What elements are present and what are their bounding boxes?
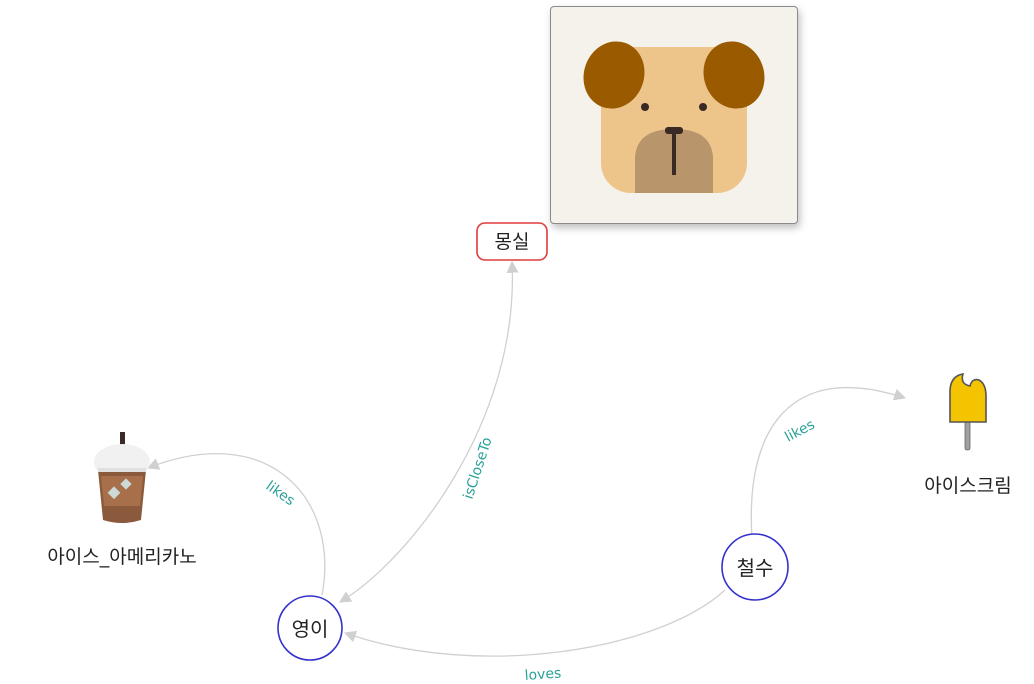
node-label: 아이스크림 [924,475,1011,497]
edge-line [343,589,726,657]
edge-label-isclosetO: isCloseTo [461,435,496,501]
edge-likes-americano[interactable]: likes [146,452,326,596]
iced-coffee-icon [94,432,150,523]
edge-line [750,387,907,538]
edge-loves[interactable]: loves [343,589,726,684]
node-label: 아이스_아메리카노 [47,546,196,568]
popsicle-icon [949,373,987,451]
node-cheolsu[interactable]: 철수 [721,533,789,601]
node-label: 몽실 [495,231,530,253]
node-image-preview [550,6,798,224]
node-yeongi[interactable]: 영이 [277,595,343,661]
edge-line [338,260,519,603]
edge-iscloseto[interactable]: isCloseTo [338,260,519,603]
edge-likes-icecream[interactable]: likes [750,387,907,538]
edge-label-likes: likes [782,417,817,446]
dog-face-icon [583,41,765,193]
edge-label-loves: loves [524,665,562,684]
node-mongsil[interactable]: 몽실 [476,222,548,261]
node-icecream[interactable]: 아이스크림 [924,373,1012,497]
node-americano[interactable]: 아이스_아메리카노 [47,432,197,568]
node-label: 영이 [292,617,329,641]
edge-line [146,452,326,596]
node-label: 철수 [737,556,774,580]
